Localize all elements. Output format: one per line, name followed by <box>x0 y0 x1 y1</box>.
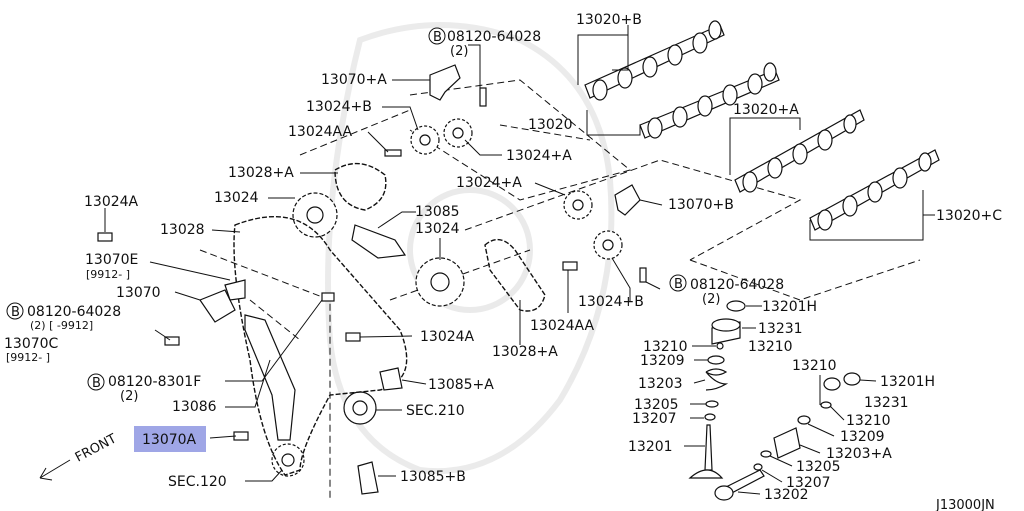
label-13209[interactable]: 13209 <box>640 353 685 369</box>
label-13207[interactable]: 13207 <box>632 411 677 427</box>
label-13070[interactable]: 13070 <box>116 285 161 301</box>
label-13024-b-right[interactable]: 13024+B <box>578 294 644 310</box>
circle-b-right-label: B <box>674 277 683 292</box>
label-13070c-note: [9912- ] <box>6 351 50 364</box>
label-r-13203-a[interactable]: 13203+A <box>826 446 892 462</box>
label-13028-a-left[interactable]: 13028+A <box>228 165 294 181</box>
front-arrow: FRONT <box>39 431 119 481</box>
highlight-box <box>134 426 206 452</box>
valve-train-right <box>714 372 861 501</box>
label-13231[interactable]: 13231 <box>758 321 803 337</box>
timing-chain-13028 <box>233 216 408 476</box>
label-13028-a-mid[interactable]: 13028+A <box>492 344 558 360</box>
diagram-reference: J13000JN <box>935 498 995 511</box>
label-13024aa-mid[interactable]: 13024AA <box>530 318 595 334</box>
label-13024a-left[interactable]: 13024A <box>84 194 139 210</box>
label-13020-b[interactable]: 13020+B <box>576 12 642 28</box>
label-13070e-note: [9912- ] <box>86 268 130 281</box>
label-13020-c[interactable]: 13020+C <box>936 208 1002 224</box>
label-r-13209[interactable]: 13209 <box>840 429 885 445</box>
guide-13085-a <box>379 367 403 391</box>
front-label: FRONT <box>73 431 119 465</box>
sprocket-13024-b-top <box>410 125 440 155</box>
label-13210-a[interactable]: 13210 <box>643 339 688 355</box>
label-13085-b[interactable]: 13085+B <box>400 469 466 485</box>
water-pump-sec210 <box>343 391 377 425</box>
label-13086[interactable]: 13086 <box>172 399 217 415</box>
label-13024a-mid[interactable]: 13024A <box>420 329 475 345</box>
label-13205[interactable]: 13205 <box>634 397 679 413</box>
label-qty-right: (2) <box>702 292 720 307</box>
label-13028[interactable]: 13028 <box>160 222 205 238</box>
label-13070-b[interactable]: 13070+B <box>668 197 734 213</box>
chain-guide-13085 <box>351 224 407 259</box>
camshaft-13020 <box>639 62 780 139</box>
sprocket-13024-left <box>292 192 338 238</box>
guide-13085-b <box>357 461 379 495</box>
cylinder-head-outline <box>199 79 921 500</box>
circle-b-8301-label: B <box>92 376 101 391</box>
label-qty-left: (2) [ -9912] <box>30 319 93 332</box>
label-13201[interactable]: 13201 <box>628 439 673 455</box>
camshaft-13020-a <box>734 109 865 193</box>
circle-b-label: B <box>433 30 442 45</box>
label-13024aa-top[interactable]: 13024AA <box>288 124 353 140</box>
label-r-13210[interactable]: 13210 <box>792 358 837 374</box>
label-13201h[interactable]: 13201H <box>762 299 817 315</box>
label-r-13207[interactable]: 13207 <box>786 475 831 491</box>
label-r-13231[interactable]: 13231 <box>864 395 909 411</box>
label-13024-a-mid[interactable]: 13024+A <box>456 175 522 191</box>
label-13024-a-top[interactable]: 13024+A <box>506 148 572 164</box>
bolts <box>97 87 647 441</box>
label-13070-a[interactable]: 13070+A <box>321 72 387 88</box>
label-sec120[interactable]: SEC.120 <box>168 474 227 490</box>
label-13203[interactable]: 13203 <box>638 376 683 392</box>
label-r-13202[interactable]: 13202 <box>764 487 809 503</box>
label-13070c[interactable]: 13070C <box>4 336 59 352</box>
leader-lines <box>104 25 935 495</box>
label-r-13205[interactable]: 13205 <box>796 459 841 475</box>
chain-guide-13028-a-left <box>334 162 387 211</box>
slack-guide-13086 <box>244 314 296 441</box>
label-13085-a[interactable]: 13085+A <box>428 377 494 393</box>
label-qty-top: (2) <box>450 44 468 59</box>
label-13070e[interactable]: 13070E <box>85 252 138 268</box>
label-13024-left[interactable]: 13024 <box>214 190 259 206</box>
label-qty-8301: (2) <box>120 389 138 404</box>
circle-b-left-label: B <box>11 305 20 320</box>
label-13024-b-top[interactable]: 13024+B <box>306 99 372 115</box>
label-13070a[interactable]: 13070A <box>142 432 197 448</box>
label-13024-mid[interactable]: 13024 <box>415 221 460 237</box>
label-13085[interactable]: 13085 <box>415 204 460 220</box>
camshaft-13020-c <box>809 149 940 231</box>
label-13020-a[interactable]: 13020+A <box>733 102 799 118</box>
valve-train-left <box>688 300 746 479</box>
label-08120-64028-top[interactable]: 08120-64028 <box>447 29 541 45</box>
sprocket-13024-a-mid <box>563 190 593 220</box>
label-sec210[interactable]: SEC.210 <box>406 403 465 419</box>
label-r-13210b[interactable]: 13210 <box>846 413 891 429</box>
part-labels: 13020+B B 08120-64028 (2) 13070+A 13024+… <box>4 12 1002 511</box>
tensioner-13070 <box>199 279 246 323</box>
tensioner-13070-b <box>614 184 641 216</box>
sprocket-13024-b-right <box>593 230 623 260</box>
label-08120-64028-right[interactable]: 08120-64028 <box>690 277 784 293</box>
label-08120-64028-left[interactable]: 08120-64028 <box>27 304 121 320</box>
camshaft-13020-b <box>584 20 725 101</box>
label-r-13201h[interactable]: 13201H <box>880 374 935 390</box>
crank-sprocket-sec120 <box>271 443 305 477</box>
label-13020[interactable]: 13020 <box>528 117 573 133</box>
circle-b-markers <box>6 27 687 391</box>
sprocket-13024-mid <box>415 257 465 307</box>
tensioner-13070-a <box>429 64 461 101</box>
label-13210-b[interactable]: 13210 <box>748 339 793 355</box>
label-08120-8301f[interactable]: 08120-8301F <box>108 374 201 390</box>
chain-guide-13028-a-mid <box>484 238 546 312</box>
